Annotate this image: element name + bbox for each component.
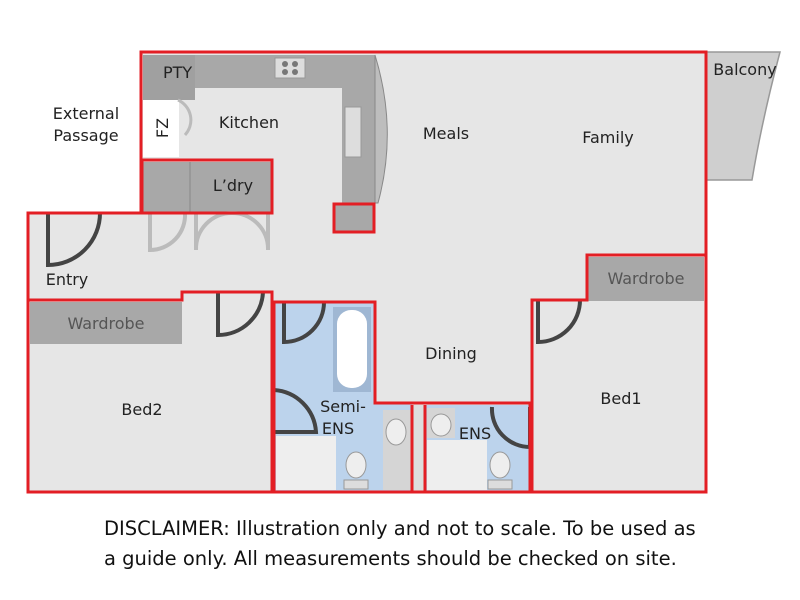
door-swings (46, 212, 582, 450)
kitchen-label: Kitchen (219, 113, 279, 132)
disclaimer-line-1: DISCLAIMER: Illustration only and not to… (104, 517, 696, 540)
bed1-label: Bed1 (600, 389, 641, 408)
bed2-label: Bed2 (121, 400, 162, 419)
shower-semi (276, 436, 336, 490)
bench-end (335, 205, 373, 231)
bathtub-basin (337, 310, 367, 388)
wardrobe-bed1 (588, 257, 704, 301)
disclaimer: DISCLAIMER: Illustration only and not to… (104, 514, 784, 574)
semi-ens-label-1: Semi- (320, 397, 366, 416)
basin-semi-icon (385, 418, 407, 446)
walls (26, 50, 708, 494)
dining-label: Dining (425, 344, 477, 363)
balcony-area (705, 51, 781, 181)
pantry-label: PTY (163, 63, 192, 82)
fridge-space (143, 100, 179, 157)
cooktop-burners (282, 61, 298, 75)
wardrobe-bed2-label: Wardrobe (67, 314, 144, 333)
external-passage-label-1: External (53, 104, 119, 123)
family-label: Family (582, 128, 633, 147)
toilet-cistern (343, 479, 369, 490)
basin-ens-icon (430, 413, 452, 437)
external-passage-label-2: Passage (53, 126, 118, 145)
toilet-ens-icon (489, 451, 511, 479)
entry-label: Entry (46, 270, 89, 289)
balcony-label: Balcony (713, 60, 776, 79)
fridge-label: FZ (153, 118, 172, 138)
pantry-door-swing (177, 98, 193, 137)
wardrobe-bed1-label: Wardrobe (607, 269, 684, 288)
semi-ens-label-2: ENS (322, 419, 354, 438)
cooktop-icon (274, 57, 306, 79)
sink-icon (344, 106, 362, 158)
meals-label: Meals (423, 124, 469, 143)
ens-label: ENS (459, 424, 491, 443)
wardrobe-bed2 (30, 302, 182, 344)
services-shaft (412, 405, 425, 492)
laundry-joinery (143, 162, 271, 212)
laundry-label: L’dry (213, 176, 253, 195)
disclaimer-line-2: a guide only. All measurements should be… (104, 547, 677, 570)
toilet-icon (345, 451, 367, 479)
toilet-ens-cistern (487, 479, 513, 490)
pantry (143, 55, 195, 100)
shower-ens (427, 440, 487, 490)
curved-bench (374, 54, 388, 204)
